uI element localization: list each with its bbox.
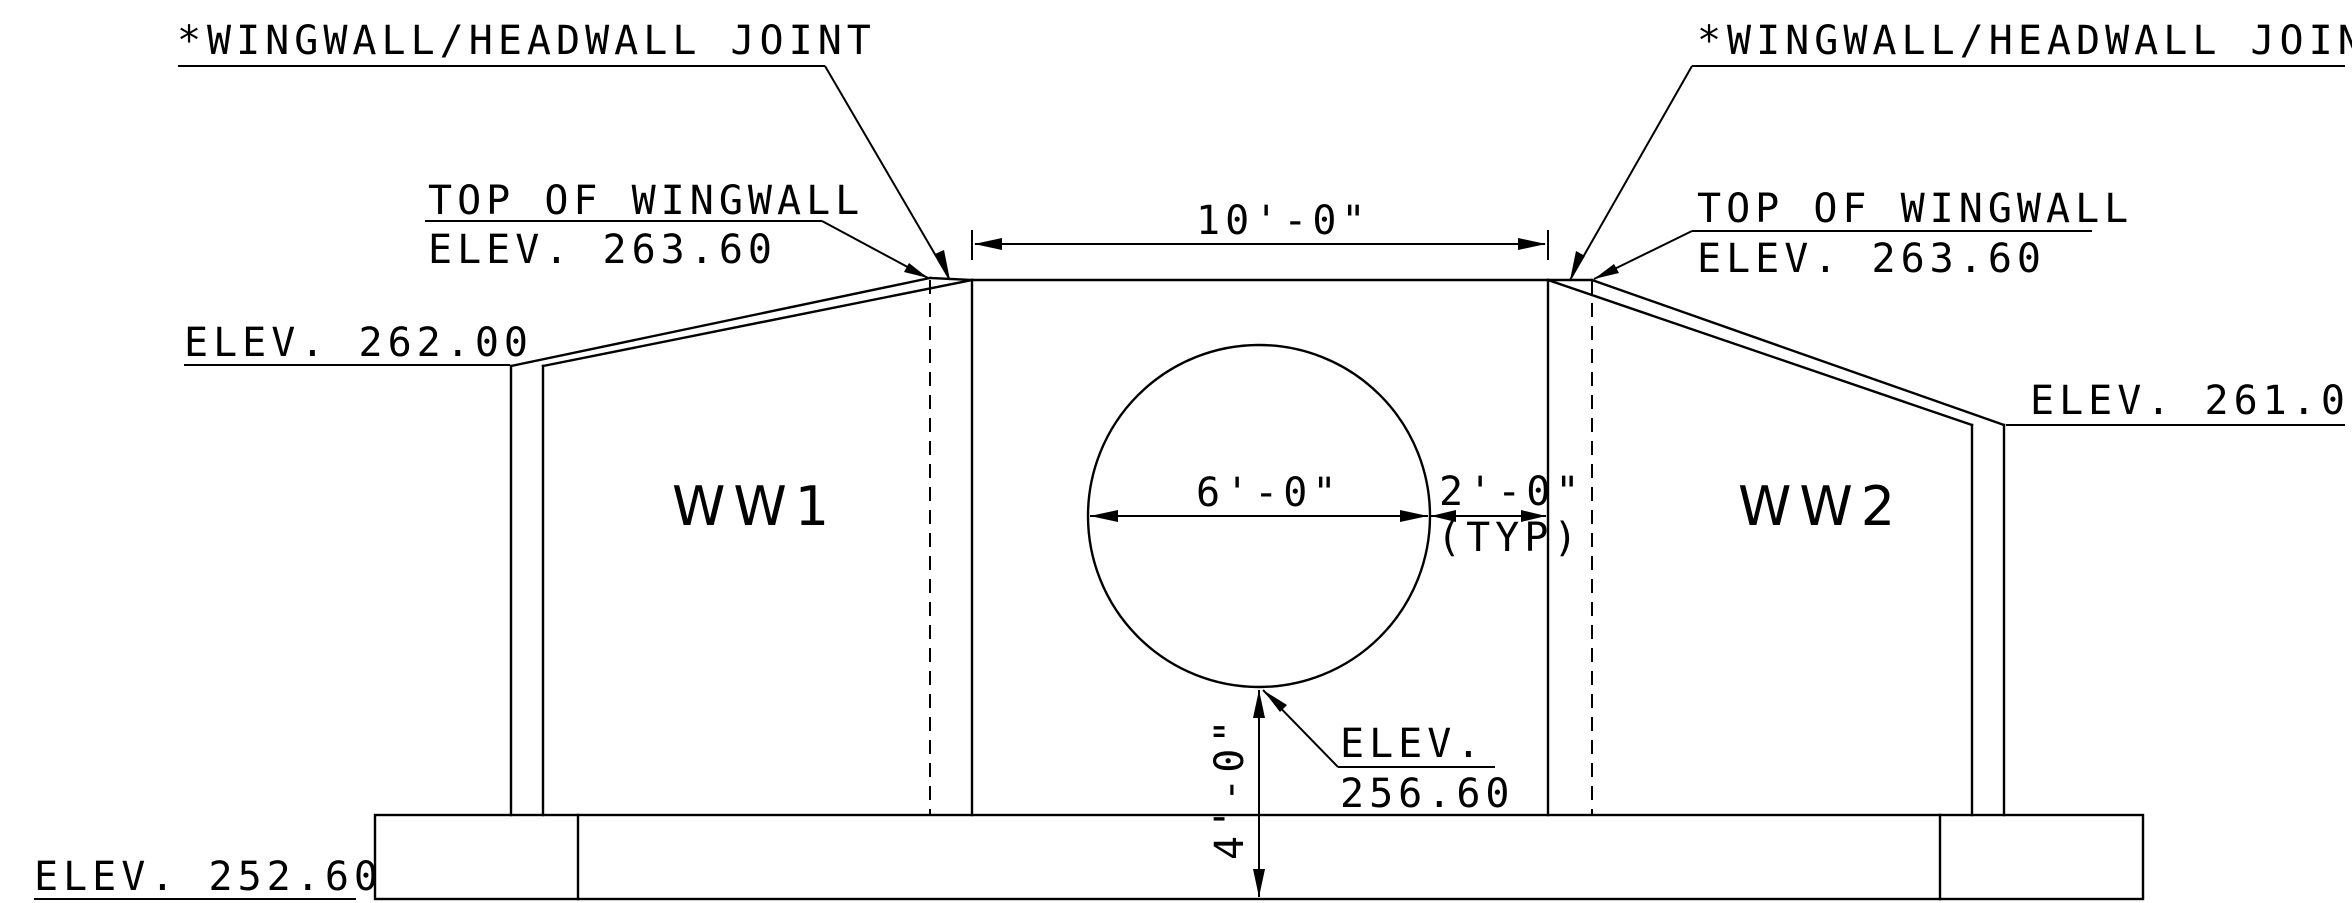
svg-text:ELEV. 252.60: ELEV. 252.60: [34, 854, 383, 900]
pipe-circle: [1086, 343, 1432, 689]
joint-callout-right: * WINGWALL/HEADWALL JOINT: [1569, 18, 2352, 281]
svg-text:ELEV. 263.60: ELEV. 263.60: [1697, 236, 2046, 282]
label-ww1: WW1: [672, 475, 837, 538]
top-wingwall-callout-right: TOP OF WINGWALL ELEV. 263.60: [1593, 186, 2133, 282]
asterisk-right: *: [1697, 18, 1726, 64]
headwall: [970, 278, 1550, 817]
svg-text:TOP OF WINGWALL: TOP OF WINGWALL: [1697, 186, 2133, 232]
joint-callout-left: * WINGWALL/HEADWALL JOINT: [177, 18, 951, 281]
svg-text:6'-0": 6'-0": [1196, 470, 1341, 516]
svg-text:10'-0": 10'-0": [1196, 198, 1371, 244]
asterisk-left: *: [177, 18, 206, 64]
dim-pipe-height: 4'-0": [1207, 690, 1265, 897]
joint-label-right: WINGWALL/HEADWALL JOINT: [1727, 18, 2352, 64]
wingwall-ww2: [1546, 278, 2006, 817]
svg-text:ELEV.: ELEV.: [1340, 721, 1485, 767]
elev-right-wall: ELEV. 261.00: [2006, 378, 2352, 426]
elev-footing: ELEV. 252.60: [34, 854, 383, 900]
dim-headwall-width: 10'-0": [971, 198, 1549, 260]
svg-text:2'-0": 2'-0": [1439, 469, 1584, 515]
joint-label-left: WINGWALL/HEADWALL JOINT: [207, 18, 876, 64]
svg-text:(TYP): (TYP): [1437, 515, 1582, 561]
wingwall-ww1: [509, 276, 974, 817]
top-wingwall-callout-left: TOP OF WINGWALL ELEV. 263.60: [425, 178, 929, 279]
label-ww2: WW2: [1738, 475, 1903, 538]
svg-text:ELEV. 261.00: ELEV. 261.00: [2030, 378, 2352, 424]
dim-pipe-clearance: 2'-0" (TYP): [1431, 469, 1584, 561]
dim-pipe-diameter: 6'-0": [1090, 470, 1428, 522]
svg-text:ELEV. 262.00: ELEV. 262.00: [184, 320, 533, 366]
svg-text:4'-0": 4'-0": [1207, 715, 1253, 860]
svg-text:ELEV. 263.60: ELEV. 263.60: [428, 227, 777, 273]
elev-pipe-callout: ELEV. 256.60: [1262, 689, 1515, 817]
elev-left-wall: ELEV. 262.00: [184, 320, 533, 366]
svg-text:TOP OF WINGWALL: TOP OF WINGWALL: [428, 178, 864, 224]
svg-text:256.60: 256.60: [1340, 771, 1515, 817]
